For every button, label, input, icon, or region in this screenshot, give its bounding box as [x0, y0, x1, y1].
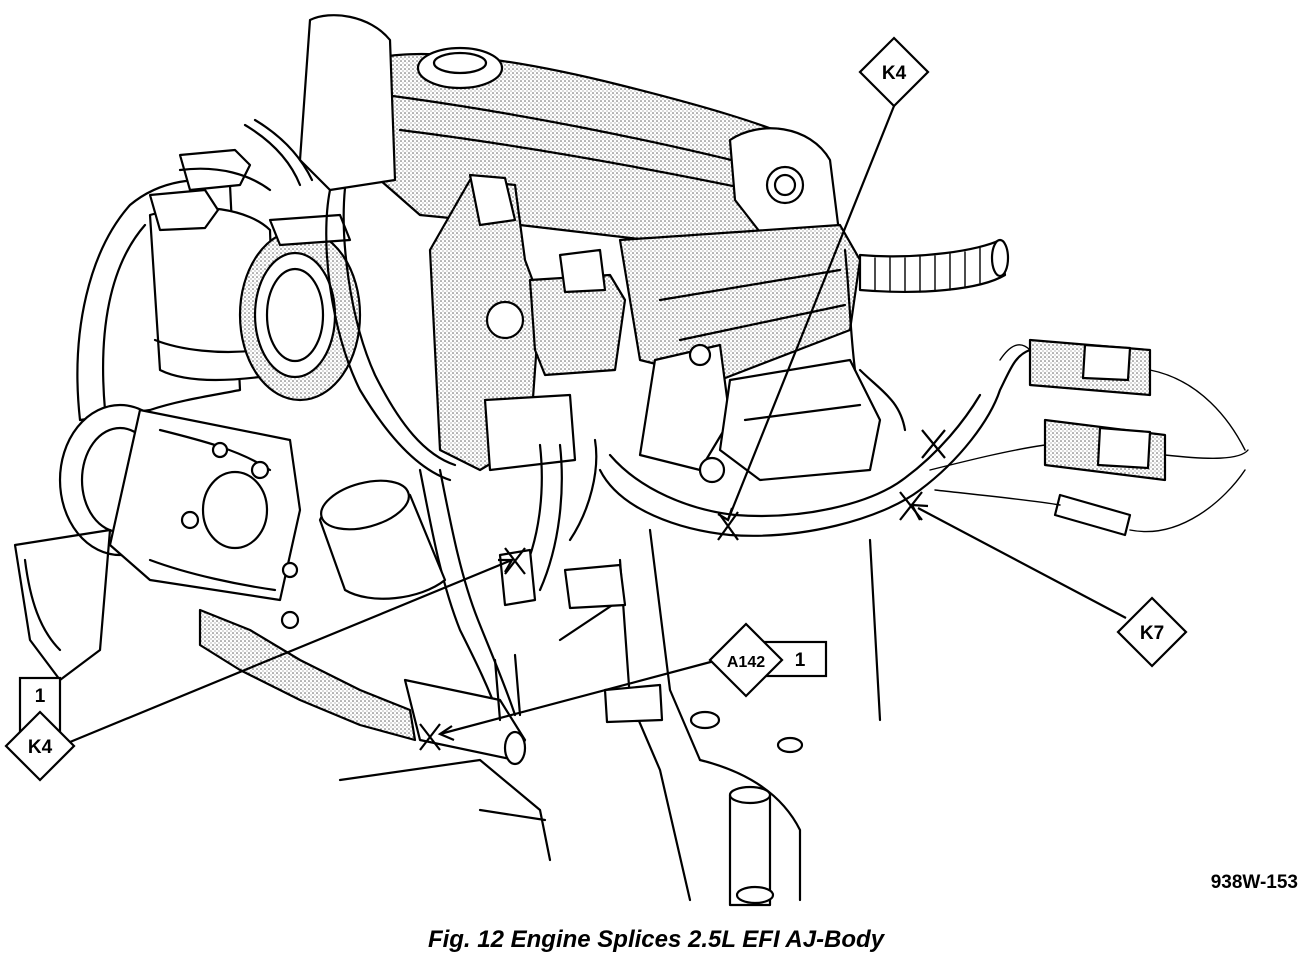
splice-mark-k7-lower	[899, 491, 923, 521]
k4-left-leader	[69, 558, 513, 744]
k4-left-diamond	[4, 710, 76, 782]
valve-cover	[368, 46, 842, 257]
a142-leader	[439, 658, 719, 736]
k4-top-label: K4	[882, 63, 907, 84]
a142-tag: 1	[795, 650, 806, 671]
callout-a142: 1 A142	[708, 622, 828, 698]
splice-mark-k4-left	[504, 547, 526, 575]
engine-block	[13, 528, 882, 907]
distributor	[428, 173, 627, 472]
k4-left-tag-box	[18, 676, 62, 734]
wiring-harness	[325, 186, 1061, 722]
k4-top-diamond	[858, 36, 930, 108]
a142-label: A142	[727, 654, 765, 671]
engine-illustration	[13, 14, 1249, 907]
figure-reference-code: 938W-153	[1210, 872, 1298, 893]
k7-diamond	[1116, 596, 1188, 668]
k4-left-tag: 1	[35, 686, 46, 707]
corrugated-hose	[858, 238, 1010, 293]
vacuum-hoses	[178, 118, 314, 192]
throttle-body	[238, 213, 362, 402]
k4-top-leader	[726, 105, 896, 521]
a142-diamond	[708, 622, 784, 698]
k4-left-label: K4	[28, 737, 53, 758]
lower-harness	[198, 548, 627, 766]
callout-k4-left: 1 K4	[4, 676, 76, 782]
k7-leader	[917, 507, 1127, 619]
splice-mark-k7-upper	[921, 429, 946, 459]
splice-marks	[419, 429, 946, 751]
exhaust-bracket	[638, 343, 882, 484]
figure-caption: Fig. 12 Engine Splices 2.5L EFI AJ-Body	[427, 926, 885, 953]
alternator	[58, 403, 302, 630]
splice-mark-k4-right	[717, 511, 739, 541]
callout-k4-top: K4	[858, 36, 930, 108]
callout-k7: K7	[1116, 596, 1188, 668]
oil-filter	[318, 479, 447, 600]
k7-label: K7	[1140, 623, 1164, 644]
splice-mark-a142	[419, 723, 441, 751]
right-connectors	[999, 338, 1249, 537]
